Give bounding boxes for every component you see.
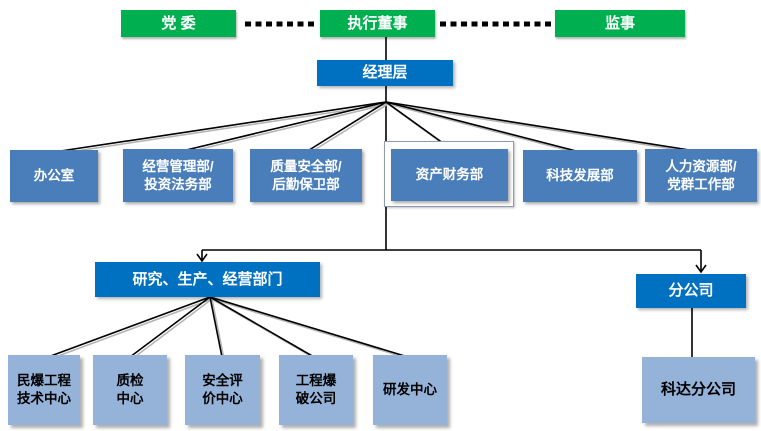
- node-office[interactable]: 办公室: [10, 150, 98, 202]
- fan-bottom-lines: [47, 296, 409, 358]
- node-quality-security[interactable]: 质量安全部/ 后勤保卫部: [250, 149, 362, 202]
- node-rd-center[interactable]: 研发中心: [373, 355, 447, 425]
- node-research-production-operations[interactable]: 研究、生产、经营部门: [95, 262, 320, 297]
- node-branch-company[interactable]: 分公司: [636, 274, 746, 308]
- arrowhead-research: [196, 253, 208, 263]
- node-supervisor[interactable]: 监事: [555, 10, 685, 37]
- node-party-committee[interactable]: 党 委: [121, 10, 236, 37]
- node-asset-finance[interactable]: 资产财务部: [391, 149, 508, 201]
- node-management-level[interactable]: 经理层: [317, 60, 453, 86]
- node-keda-branch[interactable]: 科达分公司: [642, 357, 755, 423]
- node-civil-explosive-center[interactable]: 民爆工程 技术中心: [8, 355, 80, 425]
- node-safety-evaluation-center[interactable]: 安全评 价中心: [185, 355, 260, 425]
- node-tech-development[interactable]: 科技发展部: [523, 150, 637, 202]
- node-executive-director[interactable]: 执行董事: [320, 10, 435, 37]
- node-engineering-blasting-company[interactable]: 工程爆 破公司: [279, 355, 353, 425]
- node-quality-inspection-center[interactable]: 质检 中心: [93, 355, 167, 425]
- node-operations-legal[interactable]: 经营管理部/ 投资法务部: [123, 149, 233, 202]
- node-hr-party-work[interactable]: 人力资源部/ 党群工作部: [645, 149, 757, 202]
- arrowhead-branch: [695, 264, 707, 274]
- fan-top-shadow: [55, 103, 705, 155]
